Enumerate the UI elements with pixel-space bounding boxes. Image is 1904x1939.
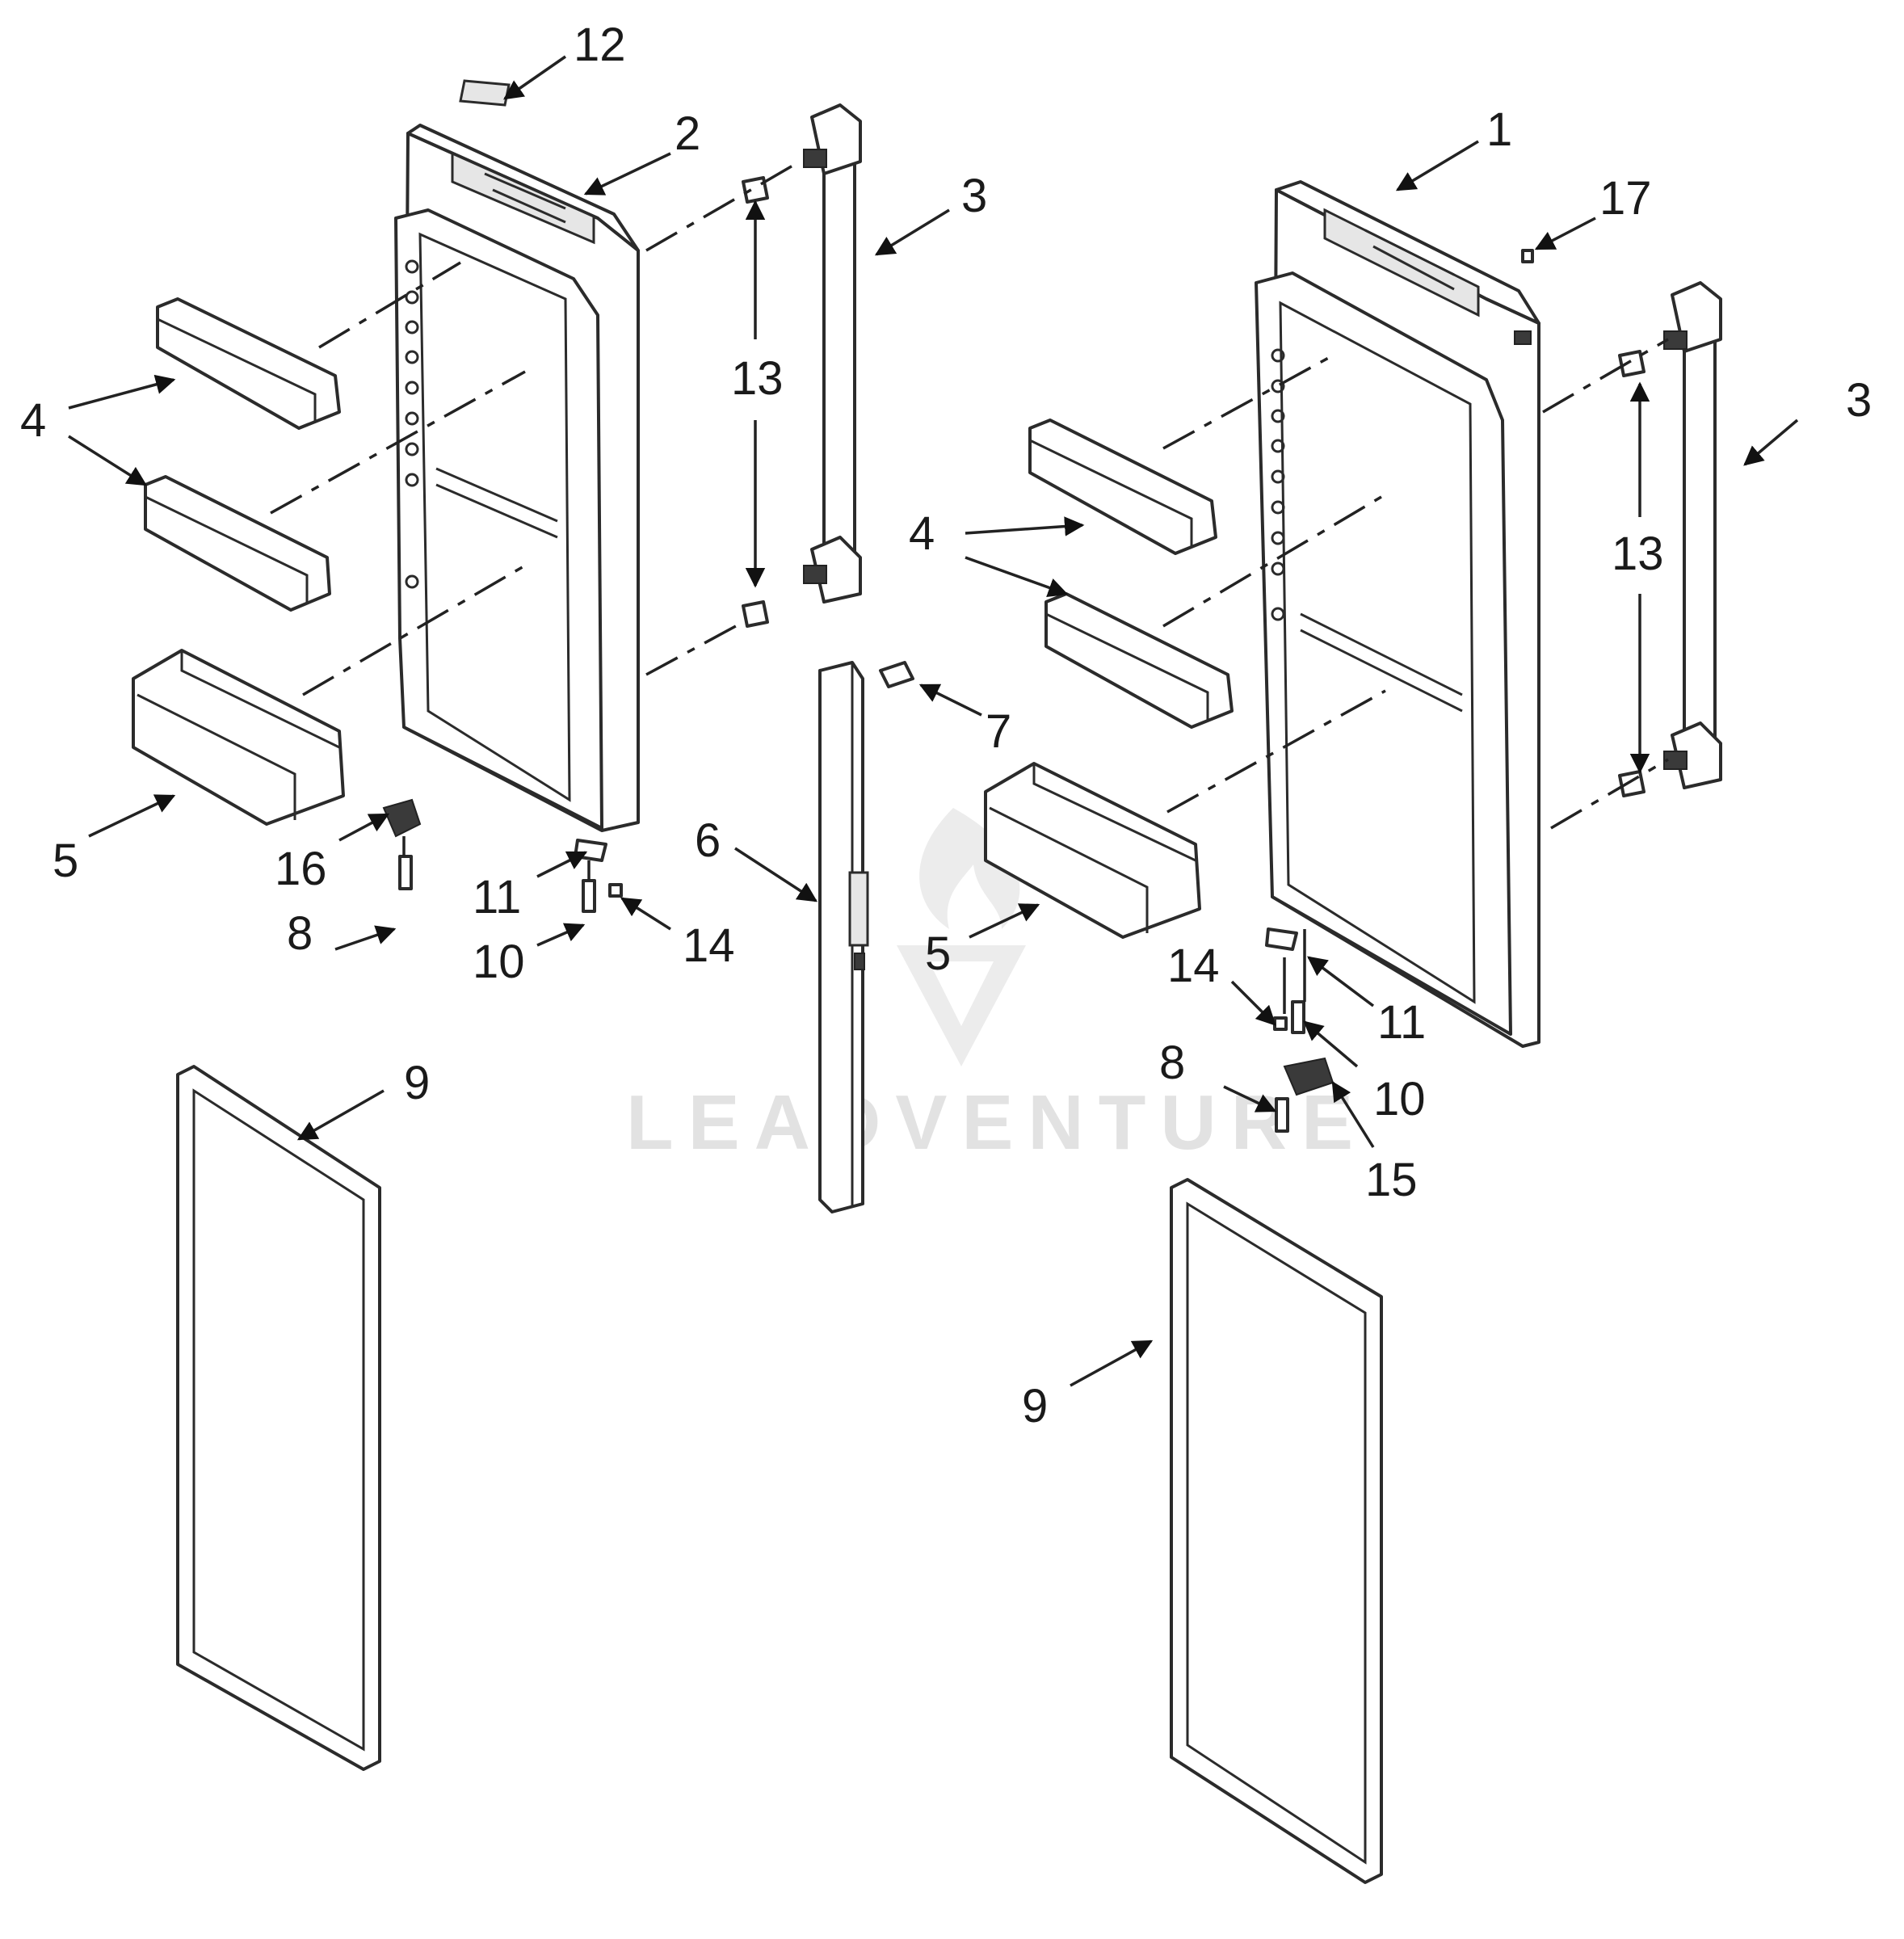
hinge-hardware-right xyxy=(1265,927,1334,1133)
watermark-text: LEADVENTURE xyxy=(626,1079,1368,1166)
door-bin-right-2 xyxy=(1044,592,1234,729)
door-bin-left-2 xyxy=(144,475,331,612)
mounting-stud-left-bottom xyxy=(742,600,769,628)
door-bin-right-1 xyxy=(1028,419,1217,555)
callout-13-right: 13 xyxy=(1612,528,1664,580)
callout-5-left: 5 xyxy=(53,835,78,887)
mounting-stud-right-bottom xyxy=(1618,770,1646,797)
callout-17: 17 xyxy=(1599,172,1652,225)
callout-11-left: 11 xyxy=(473,871,521,923)
watermark-logo: LEADVENTURE xyxy=(626,808,1368,1166)
callout-16: 16 xyxy=(275,843,327,895)
callout-9-right: 9 xyxy=(1022,1380,1048,1432)
leader-arrows xyxy=(68,55,1799,1387)
callout-14-left: 14 xyxy=(683,919,735,972)
hinge-hardware-left xyxy=(382,798,623,913)
callout-10-right: 10 xyxy=(1373,1073,1426,1125)
door-bin-right-3 xyxy=(984,762,1201,939)
door-left-rib-dots xyxy=(405,259,419,589)
door-right-rib-dots xyxy=(1271,348,1285,621)
callout-labels: 12 2 3 13 4 5 16 8 11 10 14 6 7 9 1 17 3… xyxy=(20,19,1872,1432)
callout-3-right: 3 xyxy=(1846,374,1872,427)
callout-9-left: 9 xyxy=(404,1057,430,1109)
callout-13-left: 13 xyxy=(731,352,784,405)
callout-2: 2 xyxy=(675,107,700,160)
screw-17 xyxy=(1521,249,1534,263)
callout-11-right: 11 xyxy=(1377,996,1426,1049)
label-plate xyxy=(459,79,511,107)
door-left xyxy=(394,124,640,832)
mounting-stud-right-top xyxy=(1618,350,1646,377)
callout-1: 1 xyxy=(1486,103,1512,156)
screw-7 xyxy=(879,661,914,688)
gasket-right xyxy=(1170,1178,1383,1884)
callout-4-left: 4 xyxy=(20,394,46,447)
callout-6: 6 xyxy=(695,814,721,867)
callout-8-right: 8 xyxy=(1159,1037,1185,1089)
callout-12: 12 xyxy=(574,19,626,71)
callout-15: 15 xyxy=(1365,1154,1418,1206)
door-bin-left-3 xyxy=(132,649,345,826)
callout-7: 7 xyxy=(986,705,1011,758)
handle-left xyxy=(803,103,862,604)
callout-5-right: 5 xyxy=(925,927,951,980)
center-mullion xyxy=(818,661,869,1213)
gasket-left xyxy=(176,1065,381,1771)
handle-right xyxy=(1663,281,1722,789)
door-bin-left-1 xyxy=(156,297,341,430)
callout-4-right: 4 xyxy=(909,507,935,560)
callout-14-right: 14 xyxy=(1167,940,1220,992)
door-right xyxy=(1255,180,1540,1048)
callout-8-left: 8 xyxy=(287,907,313,960)
callout-3-left: 3 xyxy=(961,170,987,222)
callout-10-left: 10 xyxy=(473,936,525,988)
